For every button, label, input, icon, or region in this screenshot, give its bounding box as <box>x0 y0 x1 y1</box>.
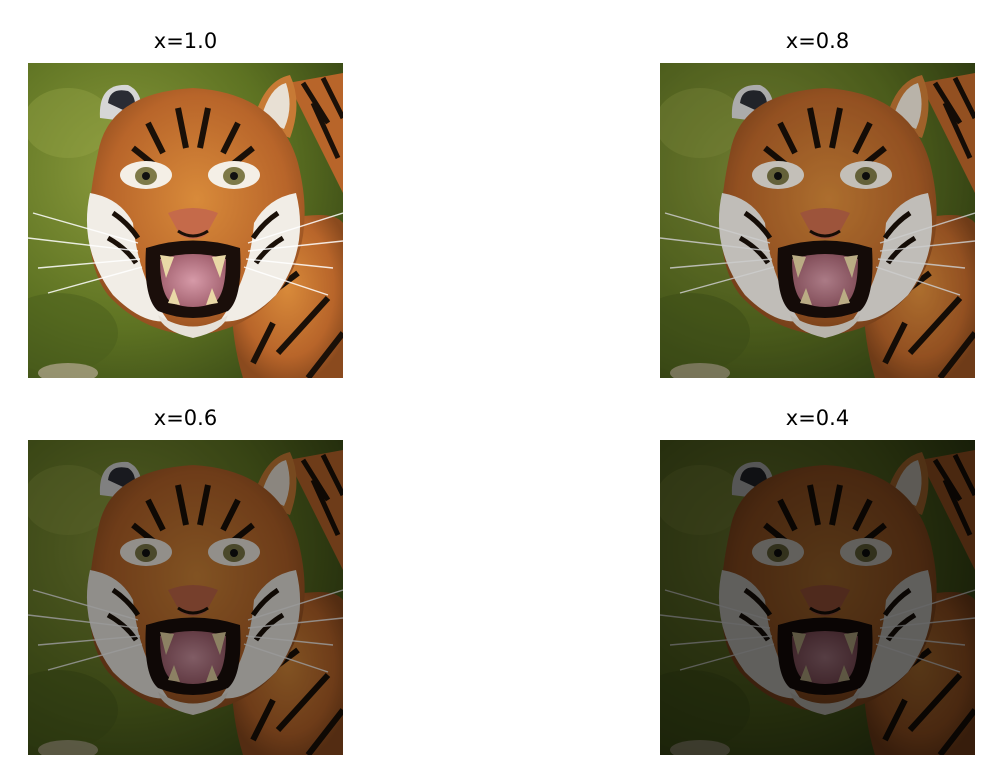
tiger-photo <box>28 63 343 378</box>
panel-title: x=0.8 <box>785 29 850 53</box>
tiger-photo <box>28 440 343 755</box>
tiger-photo <box>660 440 975 755</box>
tiger-photo <box>660 63 975 378</box>
panel-title: x=1.0 <box>153 29 218 53</box>
panel-title: x=0.6 <box>153 406 218 430</box>
panel-title: x=0.4 <box>785 406 850 430</box>
